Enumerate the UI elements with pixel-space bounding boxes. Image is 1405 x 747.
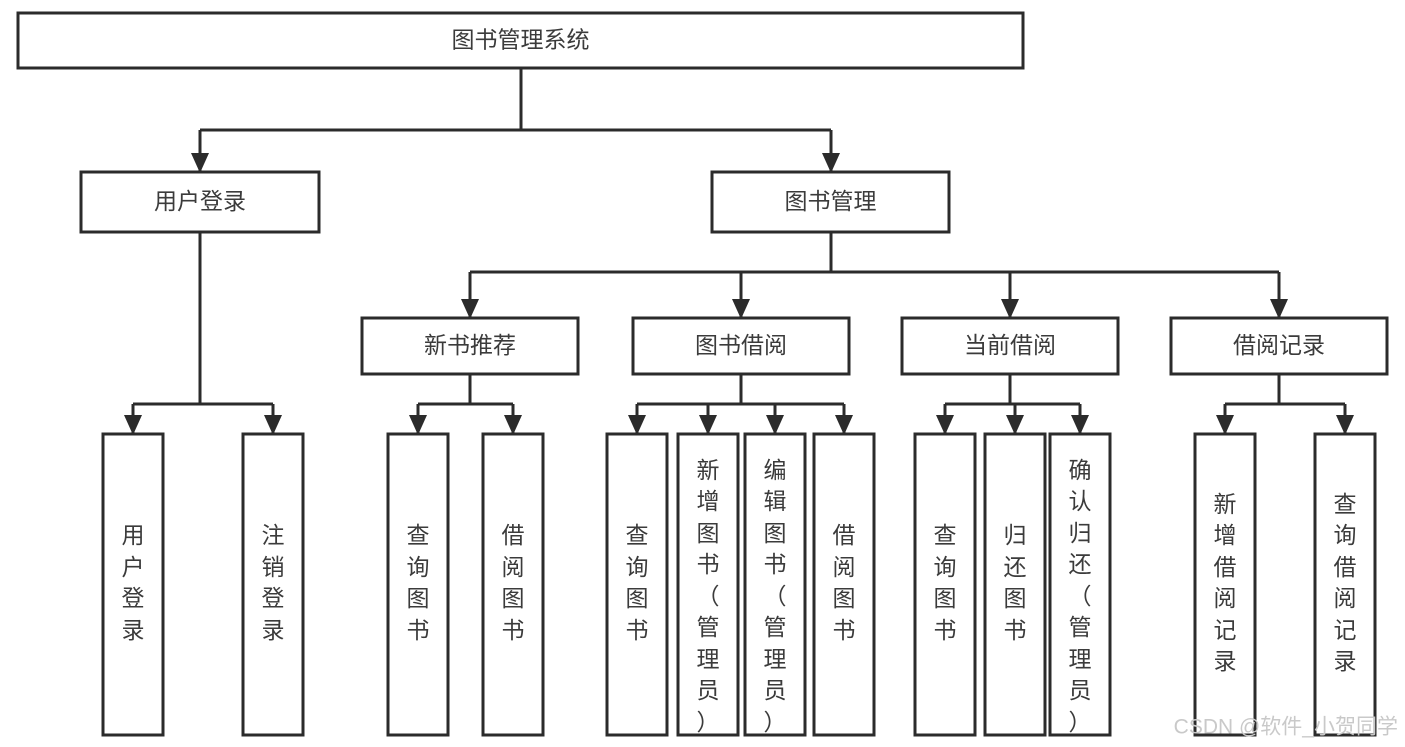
arrow-head-icon (936, 415, 954, 435)
node-label-user-login: 用户登录 (154, 188, 246, 214)
node-box-leaf-query-borrow-record[interactable] (1313, 432, 1377, 737)
node-box-leaf-borrow-book-recommend[interactable] (481, 432, 545, 737)
node-box-leaf-edit-book-admin[interactable] (743, 432, 807, 737)
arrow-head-icon (1270, 299, 1288, 319)
node-box-leaf-confirm-return-admin[interactable] (1048, 432, 1112, 737)
node-box-leaf-query-book-recommend[interactable] (386, 432, 450, 737)
node-box-leaf-user-login[interactable] (101, 432, 165, 737)
arrow-head-icon (264, 415, 282, 435)
node-box-leaf-add-borrow-record[interactable] (1193, 432, 1257, 737)
node-box-leaf-query-book-current[interactable] (913, 432, 977, 737)
node-box-book-manage[interactable] (710, 170, 951, 234)
edge-group-book-borrow (628, 374, 853, 435)
node-user-login[interactable]: 用户登录 (79, 170, 321, 234)
node-label-leaf-query-borrow-record: 查询借阅记录 (1334, 491, 1357, 674)
node-label-leaf-borrow-book: 借阅图书 (833, 522, 856, 643)
node-box-leaf-add-book-admin[interactable] (676, 432, 740, 737)
node-box-leaf-logout[interactable] (241, 432, 305, 737)
node-leaf-query-book-recommend[interactable]: 查询图书 (386, 432, 450, 737)
node-label-leaf-edit-book-admin: 编辑图书（管理员） (764, 457, 787, 735)
node-root[interactable]: 图书管理系统 (16, 11, 1025, 70)
edge-group-borrow-record (1216, 374, 1354, 435)
node-label-root: 图书管理系统 (452, 27, 590, 53)
arrow-head-icon (732, 299, 750, 319)
edge-group-root (191, 68, 840, 173)
node-current-borrow[interactable]: 当前借阅 (900, 316, 1120, 376)
arrow-head-icon (461, 299, 479, 319)
arrow-head-icon (628, 415, 646, 435)
node-leaf-return-book[interactable]: 归还图书 (983, 432, 1047, 737)
node-leaf-add-book-admin[interactable]: 新增图书（管理员） (676, 432, 740, 737)
node-leaf-edit-book-admin[interactable]: 编辑图书（管理员） (743, 432, 807, 737)
node-label-leaf-logout: 注销登录 (262, 522, 285, 643)
node-box-book-borrow[interactable] (631, 316, 851, 376)
node-label-leaf-borrow-book-recommend: 借阅图书 (502, 522, 525, 643)
edge-group-new-book-recommend (409, 374, 522, 435)
node-label-book-borrow: 图书借阅 (695, 332, 787, 358)
node-label-new-book-recommend: 新书推荐 (424, 332, 516, 358)
node-leaf-add-borrow-record[interactable]: 新增借阅记录 (1193, 432, 1257, 737)
edge-group-user-login (124, 232, 282, 435)
node-book-borrow[interactable]: 图书借阅 (631, 316, 851, 376)
node-borrow-record[interactable]: 借阅记录 (1169, 316, 1389, 376)
connector-layer (124, 68, 1354, 435)
arrow-head-icon (1336, 415, 1354, 435)
edge-group-current-borrow (936, 374, 1089, 435)
node-leaf-confirm-return-admin[interactable]: 确认归还（管理员） (1048, 432, 1112, 737)
node-label-leaf-query-book-recommend: 查询图书 (407, 522, 430, 643)
csdn-watermark: CSDN @软件_小贺同学 (1174, 716, 1398, 739)
node-label-leaf-add-borrow-record: 新增借阅记录 (1214, 491, 1237, 674)
node-book-manage[interactable]: 图书管理 (710, 170, 951, 234)
node-new-book-recommend[interactable]: 新书推荐 (360, 316, 580, 376)
edge-group-book-manage (461, 232, 1288, 319)
node-leaf-logout[interactable]: 注销登录 (241, 432, 305, 737)
arrow-head-icon (191, 153, 209, 173)
node-leaf-borrow-book[interactable]: 借阅图书 (812, 432, 876, 737)
node-layer: 图书管理系统用户登录图书管理新书推荐图书借阅当前借阅借阅记录用户登录注销登录查询… (16, 11, 1389, 737)
node-box-current-borrow[interactable] (900, 316, 1120, 376)
node-box-leaf-borrow-book[interactable] (812, 432, 876, 737)
arrow-head-icon (1216, 415, 1234, 435)
node-leaf-user-login[interactable]: 用户登录 (101, 432, 165, 737)
arrow-head-icon (1071, 415, 1089, 435)
watermark-layer: CSDN @软件_小贺同学 (1174, 716, 1398, 739)
node-label-leaf-user-login: 用户登录 (122, 522, 145, 643)
node-label-borrow-record: 借阅记录 (1233, 332, 1325, 358)
node-label-leaf-add-book-admin: 新增图书（管理员） (697, 457, 720, 735)
arrow-head-icon (124, 415, 142, 435)
arrow-head-icon (409, 415, 427, 435)
node-label-current-borrow: 当前借阅 (964, 332, 1056, 358)
node-box-borrow-record[interactable] (1169, 316, 1389, 376)
node-box-leaf-return-book[interactable] (983, 432, 1047, 737)
node-label-leaf-query-book-borrow: 查询图书 (626, 522, 649, 643)
arrow-head-icon (504, 415, 522, 435)
arrow-head-icon (766, 415, 784, 435)
node-box-root[interactable] (16, 11, 1025, 70)
node-box-leaf-query-book-borrow[interactable] (605, 432, 669, 737)
arrow-head-icon (822, 153, 840, 173)
node-leaf-query-book-current[interactable]: 查询图书 (913, 432, 977, 737)
node-label-leaf-return-book: 归还图书 (1004, 522, 1027, 643)
node-leaf-query-borrow-record[interactable]: 查询借阅记录 (1313, 432, 1377, 737)
node-leaf-query-book-borrow[interactable]: 查询图书 (605, 432, 669, 737)
arrow-head-icon (835, 415, 853, 435)
node-box-new-book-recommend[interactable] (360, 316, 580, 376)
arrow-head-icon (1001, 299, 1019, 319)
node-label-book-manage: 图书管理 (785, 188, 877, 214)
node-label-leaf-query-book-current: 查询图书 (934, 522, 957, 643)
arrow-head-icon (699, 415, 717, 435)
arrow-head-icon (1006, 415, 1024, 435)
node-leaf-borrow-book-recommend[interactable]: 借阅图书 (481, 432, 545, 737)
node-label-leaf-confirm-return-admin: 确认归还（管理员） (1069, 457, 1092, 735)
node-box-user-login[interactable] (79, 170, 321, 234)
